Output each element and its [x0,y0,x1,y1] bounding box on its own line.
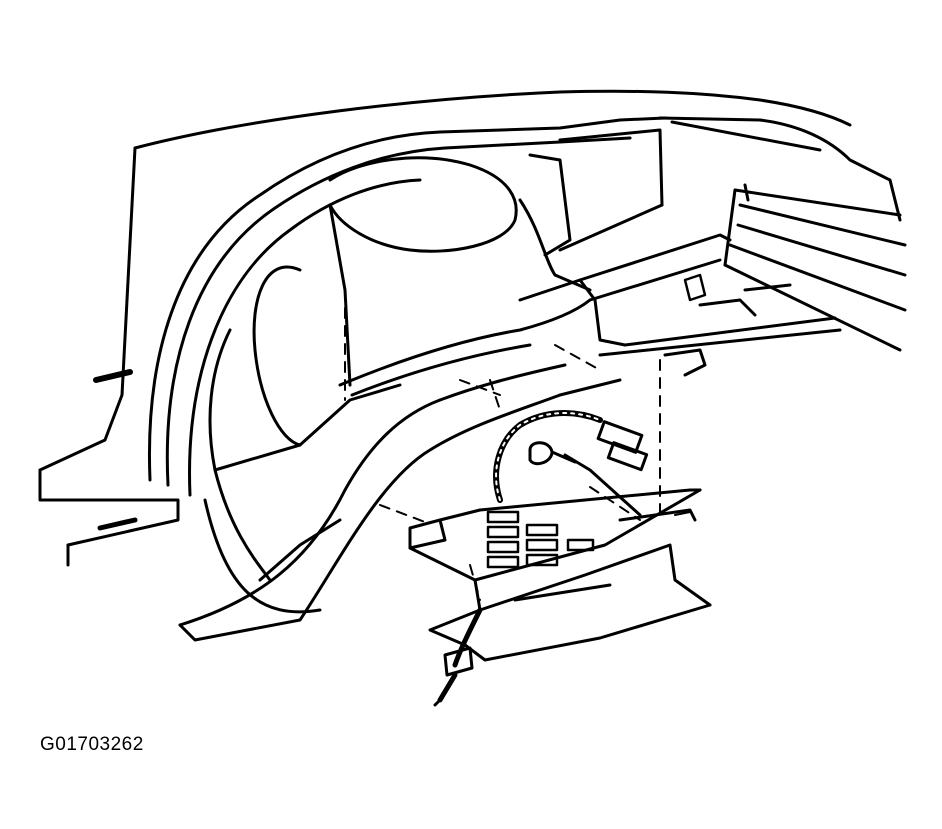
module-bracket [408,488,712,662]
inner-wheelwell [208,156,592,582]
figure-id-label: G01703262 [40,734,144,755]
rocker-sill [178,298,622,642]
body-outer-panel [38,89,852,567]
trunk-panel [518,116,907,377]
wiring-harness [493,410,649,517]
ground-cable [433,607,483,707]
module-connectors [486,510,595,569]
push-pin-fastener [528,441,554,466]
wheelhouse-arch [148,116,667,614]
